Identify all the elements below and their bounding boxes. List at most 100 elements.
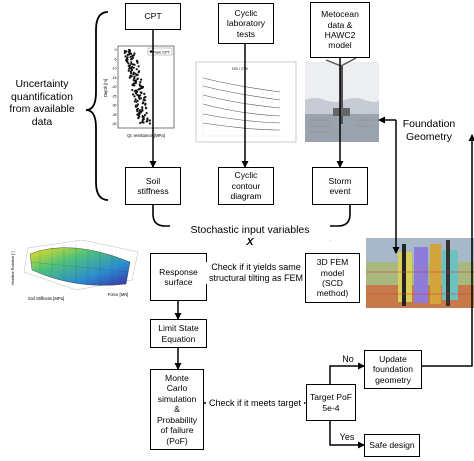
- surface-xlabel: Soil Stiffness [MPa]: [28, 296, 64, 301]
- uncertainty-label: Uncertainty quantification from availabl…: [9, 78, 75, 128]
- arrow-update-feedback: [422, 134, 474, 367]
- cpt-scatter-point: [131, 54, 134, 58]
- cpt-scatter-point: [132, 73, 135, 76]
- cpt-scatter-point: [136, 110, 139, 113]
- cpt-ytick-label: -20: [112, 85, 117, 89]
- cpt-ytick-label: -25: [112, 95, 117, 99]
- stochastic-text: Stochastic input variables: [190, 223, 310, 236]
- cpt-ytick-label: -15: [112, 76, 117, 80]
- foundation-geometry-label: Foundation Geometry: [402, 118, 456, 143]
- safe-design-box: Safe design: [364, 434, 420, 457]
- cpt-scatter-point: [124, 55, 127, 58]
- cpt-scatter-point: [126, 53, 129, 57]
- cpt-scatter-point: [148, 119, 151, 122]
- cpt-ytick-label: 0: [115, 48, 117, 52]
- cpt-legend-label: Raw CPT: [153, 50, 171, 55]
- cpt-scatter-point: [134, 82, 137, 85]
- cpt-scatter-point: [140, 78, 143, 81]
- cpt-scatter-point: [145, 112, 148, 115]
- contour-plot-thumbnail: DS / CW: [195, 61, 297, 143]
- cpt-scatter-point: [134, 92, 138, 95]
- storm-event-box: Storm event: [312, 167, 368, 205]
- stochastic-label: Stochastic input variables X: [170, 211, 330, 249]
- cpt-scatter-point: [137, 71, 140, 74]
- surface-plot-thumbnail: Mudline Rotation [°] Soil Stiffness [MPa…: [11, 239, 139, 301]
- cpt-scatter-point: [132, 93, 135, 96]
- update-geometry-box: Update foundation geometry: [364, 350, 422, 389]
- cpt-scatter-point: [125, 50, 128, 53]
- cpt-scatter-point: [133, 95, 136, 98]
- metocean-box: Metocean data & HAWC2 model: [310, 2, 370, 58]
- cpt-scatter-point: [144, 103, 147, 106]
- cpt-ytick-label: -35: [112, 113, 117, 117]
- cpt-scatter-point: [139, 121, 142, 125]
- cpt-scatter-point: [134, 98, 137, 101]
- cpt-scatter-point: [137, 65, 140, 68]
- cpt-ytick-label: -5: [113, 58, 116, 62]
- cpt-scatter-point: [143, 92, 146, 95]
- stochastic-variable: X: [246, 236, 254, 249]
- limit-state-box: Limit State Equation: [150, 319, 207, 348]
- cpt-scatter-point: [131, 88, 134, 92]
- cpt-scatter-point: [141, 106, 144, 109]
- cpt-scatter-point: [128, 76, 131, 79]
- cpt-scatter-point: [123, 51, 126, 55]
- cpt-scatter-point: [133, 63, 136, 66]
- surface-ylabel: Force [MN]: [108, 292, 129, 297]
- cpt-scatter-point: [128, 67, 131, 70]
- cpt-scatter-point: [133, 52, 136, 55]
- target-pof-box: Target PoF 5e-4: [306, 384, 356, 421]
- cpt-ytick-label: -10: [112, 67, 117, 71]
- cpt-scatter-point: [123, 49, 126, 53]
- target-check-label: Check if it meets target: [206, 398, 304, 409]
- cpt-scatter-point: [130, 62, 133, 65]
- cpt-scatter-point: [138, 109, 141, 112]
- cpt-scatter-point: [148, 122, 151, 125]
- cpt-scatter-point: [139, 81, 142, 84]
- cpt-scatter-point: [130, 72, 133, 75]
- soil-stiffness-box: Soil stiffness: [125, 167, 181, 205]
- arrow-no-to-update: [329, 362, 365, 384]
- cpt-xlabel: Qc resistance [MPa]: [127, 133, 165, 138]
- cpt-scatter-point: [135, 100, 138, 103]
- cpt-ytick-label: -40: [112, 122, 117, 126]
- cpt-scatter-point: [145, 120, 148, 123]
- fem-model-box: 3D FEM model (SCD method): [305, 253, 360, 303]
- monte-carlo-box: Monte Carlo simulation & Probability of …: [150, 369, 204, 450]
- cpt-scatter-point: [141, 119, 144, 122]
- uncertainty-brace: [85, 11, 109, 201]
- cpt-scatter-point: [129, 55, 132, 59]
- surface-zlabel: Mudline Rotation [°]: [11, 251, 15, 284]
- cpt-scatter-point: [137, 117, 140, 120]
- contour-title: DS / CW: [232, 66, 248, 71]
- cpt-scatter-point: [136, 61, 139, 64]
- cpt-scatter-point: [136, 78, 139, 81]
- cpt-scatter-point: [143, 96, 146, 99]
- fem-model-image: [366, 238, 474, 308]
- cpt-scatter-point: [133, 77, 136, 80]
- cpt-scatter-point: [130, 52, 133, 56]
- cpt-scatter-point: [143, 114, 147, 117]
- cpt-scatter-point: [133, 84, 136, 87]
- cpt-scatter-point: [133, 90, 136, 93]
- cyclic-contour-box: Cyclic contour diagram: [218, 167, 274, 205]
- cpt-scatter-point: [145, 107, 148, 110]
- cpt-box: CPT: [125, 3, 181, 30]
- no-label: No: [342, 354, 354, 364]
- cpt-scatter-point: [131, 83, 134, 87]
- yes-label: Yes: [339, 432, 355, 442]
- metocean-image-thumbnail: [305, 57, 379, 142]
- tilting-check-label: Check if it yields same structural tilti…: [203, 262, 309, 284]
- cpt-plot-thumbnail: Raw CPT Qc resistance [MPa] Depth [m] 0-…: [103, 45, 175, 138]
- cyclic-lab-box: Cyclic laboratory tests: [218, 3, 274, 44]
- cpt-scatter-point: [127, 62, 130, 65]
- cpt-scatter-point: [142, 121, 145, 124]
- arrow-yes-to-safe: [329, 421, 365, 449]
- cpt-scatter-point: [132, 66, 135, 69]
- cpt-scatter-point: [137, 88, 140, 91]
- cpt-scatter-point: [140, 91, 143, 94]
- cpt-scatter-point: [130, 58, 133, 61]
- cpt-scatter-point: [141, 102, 144, 105]
- cpt-scatter-point: [128, 51, 131, 54]
